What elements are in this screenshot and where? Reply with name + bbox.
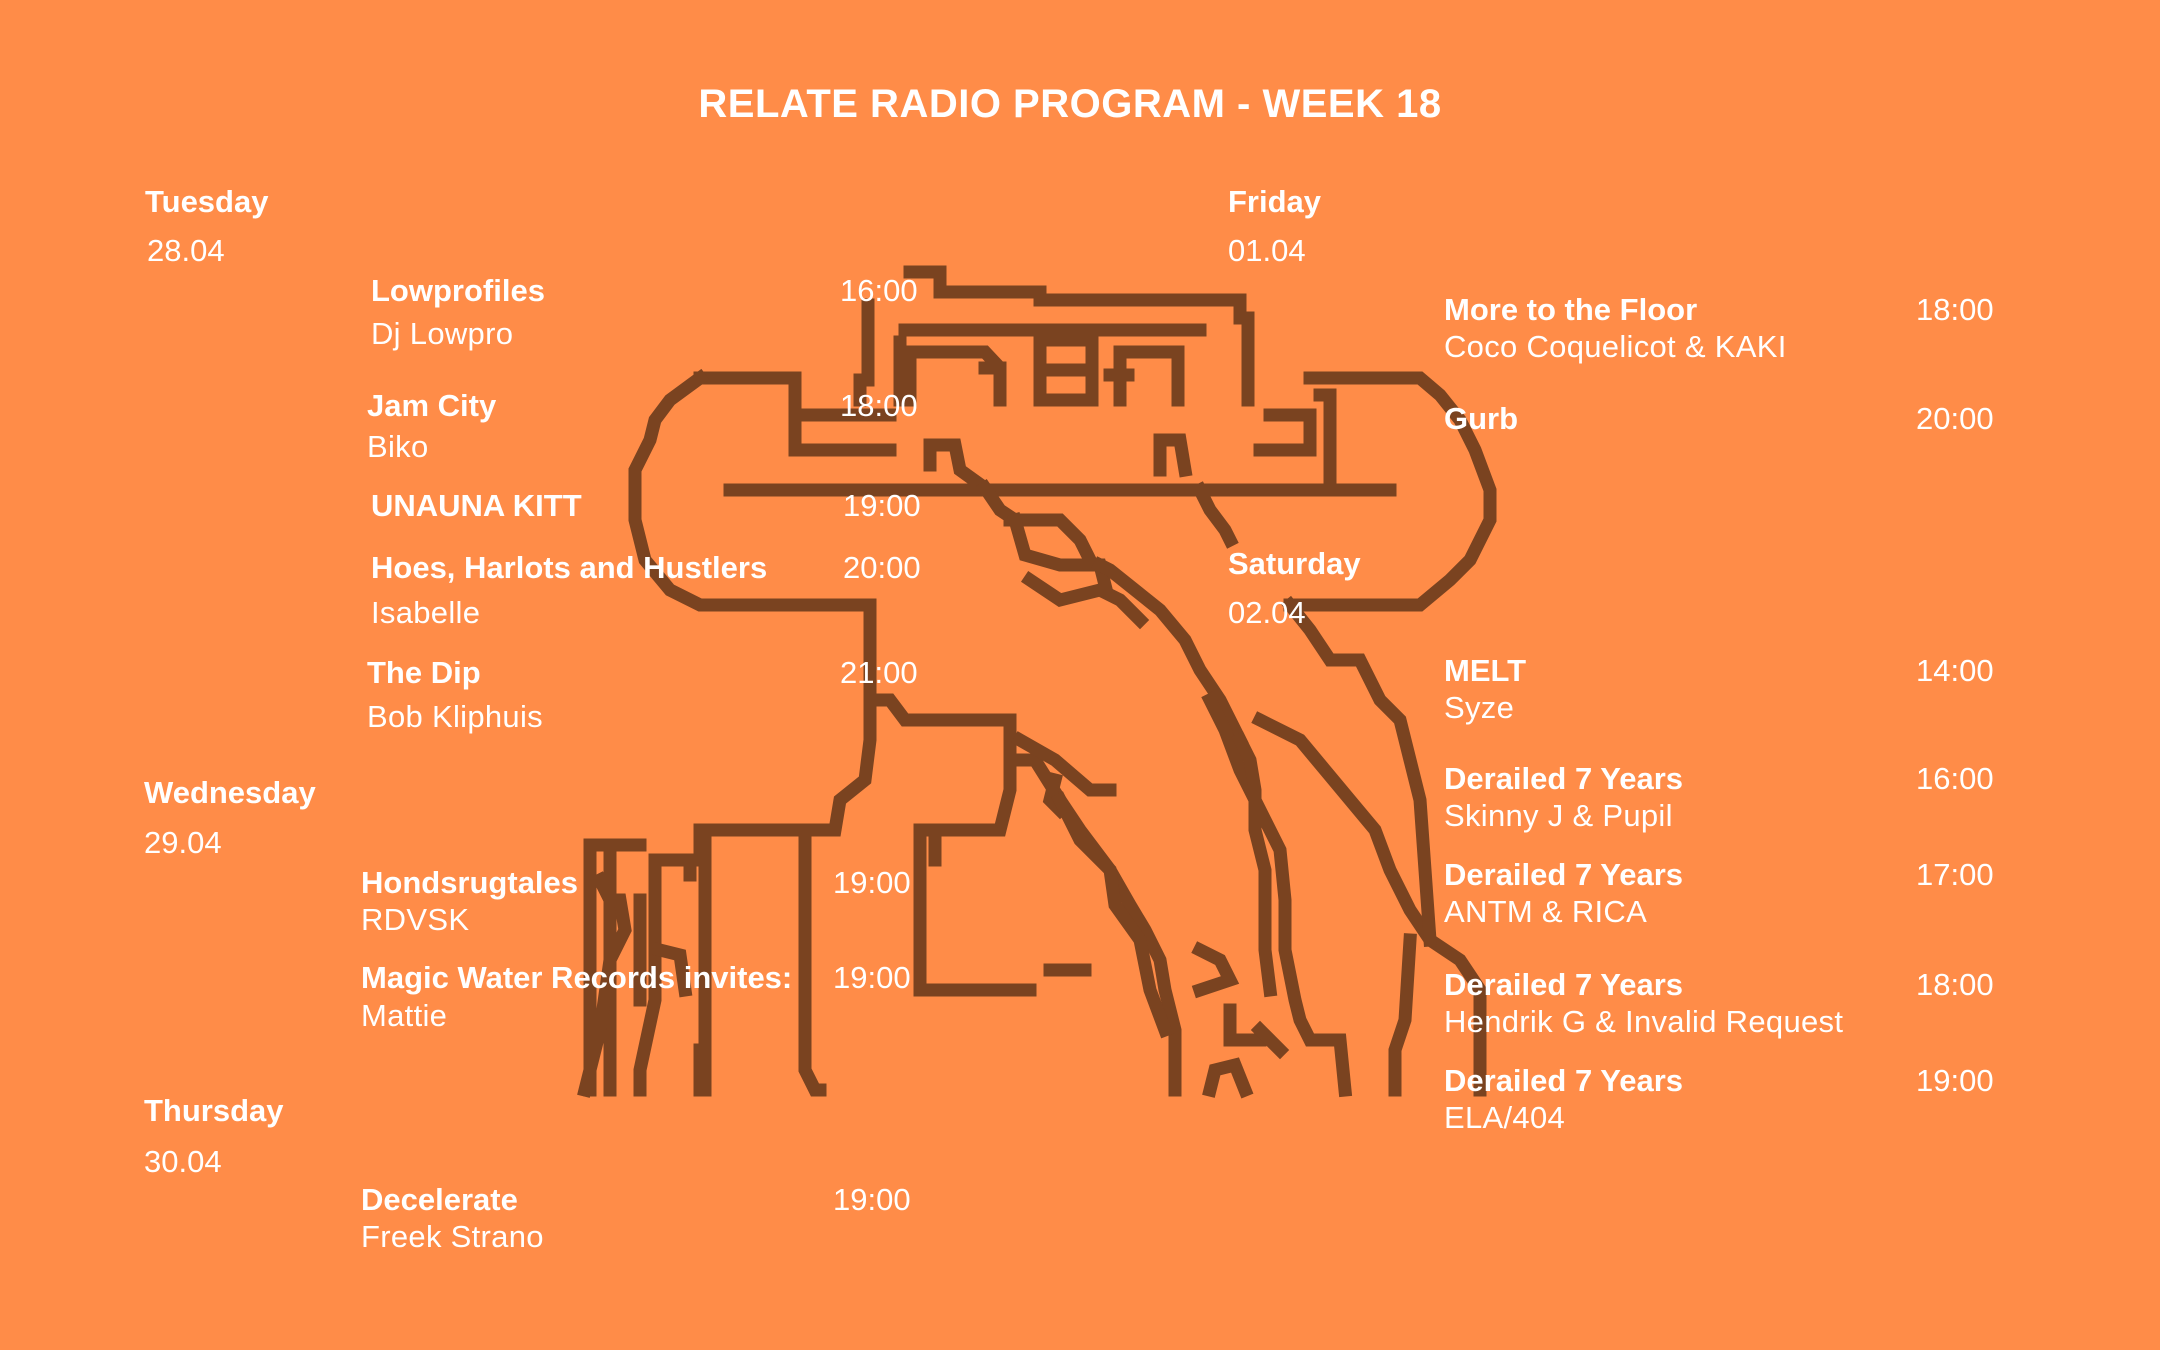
show-title: UNAUNA KITT bbox=[371, 488, 582, 523]
show-title: The Dip bbox=[367, 655, 481, 690]
show-title: Derailed 7 Years bbox=[1444, 1063, 1683, 1098]
show-time: 19:00 bbox=[843, 488, 921, 523]
program-title: RELATE RADIO PROGRAM - WEEK 18 bbox=[698, 82, 1442, 126]
show-time: 20:00 bbox=[843, 550, 921, 585]
show-title: Magic Water Records invites: bbox=[361, 960, 793, 995]
show-host: Bob Kliphuis bbox=[367, 699, 543, 734]
show-host: Biko bbox=[367, 429, 429, 464]
show-time: 19:00 bbox=[833, 960, 911, 995]
day-date-tuesday: 28.04 bbox=[147, 233, 225, 268]
show-host: RDVSK bbox=[361, 902, 470, 937]
day-name-wednesday: Wednesday bbox=[144, 775, 316, 810]
show-host: Mattie bbox=[361, 998, 448, 1033]
show-host: Skinny J & Pupil bbox=[1444, 798, 1673, 833]
show-host: Coco Coquelicot & KAKI bbox=[1444, 329, 1787, 364]
day-name-thursday: Thursday bbox=[144, 1093, 284, 1128]
day-name-saturday: Saturday bbox=[1228, 546, 1361, 581]
show-time: 19:00 bbox=[1916, 1063, 1994, 1098]
show-time: 18:00 bbox=[840, 388, 918, 423]
show-time: 19:00 bbox=[833, 865, 911, 900]
day-date-thursday: 30.04 bbox=[144, 1144, 222, 1179]
show-time: 16:00 bbox=[840, 273, 918, 308]
day-date-wednesday: 29.04 bbox=[144, 825, 222, 860]
day-date-friday: 01.04 bbox=[1228, 233, 1306, 268]
show-time: 21:00 bbox=[840, 655, 918, 690]
show-host: ANTM & RICA bbox=[1444, 894, 1648, 929]
show-title: Lowprofiles bbox=[371, 273, 545, 308]
show-title: More to the Floor bbox=[1444, 292, 1698, 327]
show-title: Derailed 7 Years bbox=[1444, 967, 1683, 1002]
show-host: Isabelle bbox=[371, 595, 481, 630]
show-title: MELT bbox=[1444, 653, 1527, 688]
show-host: Freek Strano bbox=[361, 1219, 544, 1254]
show-title: Jam City bbox=[367, 388, 497, 423]
show-title: Hoes, Harlots and Hustlers bbox=[371, 550, 768, 585]
show-host: Dj Lowpro bbox=[371, 316, 514, 351]
show-time: 16:00 bbox=[1916, 761, 1994, 796]
show-title: Hondsrugtales bbox=[361, 865, 579, 900]
show-title: Derailed 7 Years bbox=[1444, 857, 1683, 892]
day-date-saturday: 02.04 bbox=[1228, 595, 1306, 630]
show-title: Decelerate bbox=[361, 1182, 518, 1217]
show-time: 18:00 bbox=[1916, 292, 1994, 327]
day-name-friday: Friday bbox=[1228, 184, 1322, 219]
show-time: 14:00 bbox=[1916, 653, 1994, 688]
show-time: 18:00 bbox=[1916, 967, 1994, 1002]
show-time: 20:00 bbox=[1916, 401, 1994, 436]
show-host: Syze bbox=[1444, 690, 1515, 725]
show-title: Gurb bbox=[1444, 401, 1519, 436]
show-time: 19:00 bbox=[833, 1182, 911, 1217]
show-host: ELA/404 bbox=[1444, 1100, 1566, 1135]
day-name-tuesday: Tuesday bbox=[145, 184, 269, 219]
show-title: Derailed 7 Years bbox=[1444, 761, 1683, 796]
show-time: 17:00 bbox=[1916, 857, 1994, 892]
show-host: Hendrik G & Invalid Request bbox=[1444, 1004, 1844, 1039]
